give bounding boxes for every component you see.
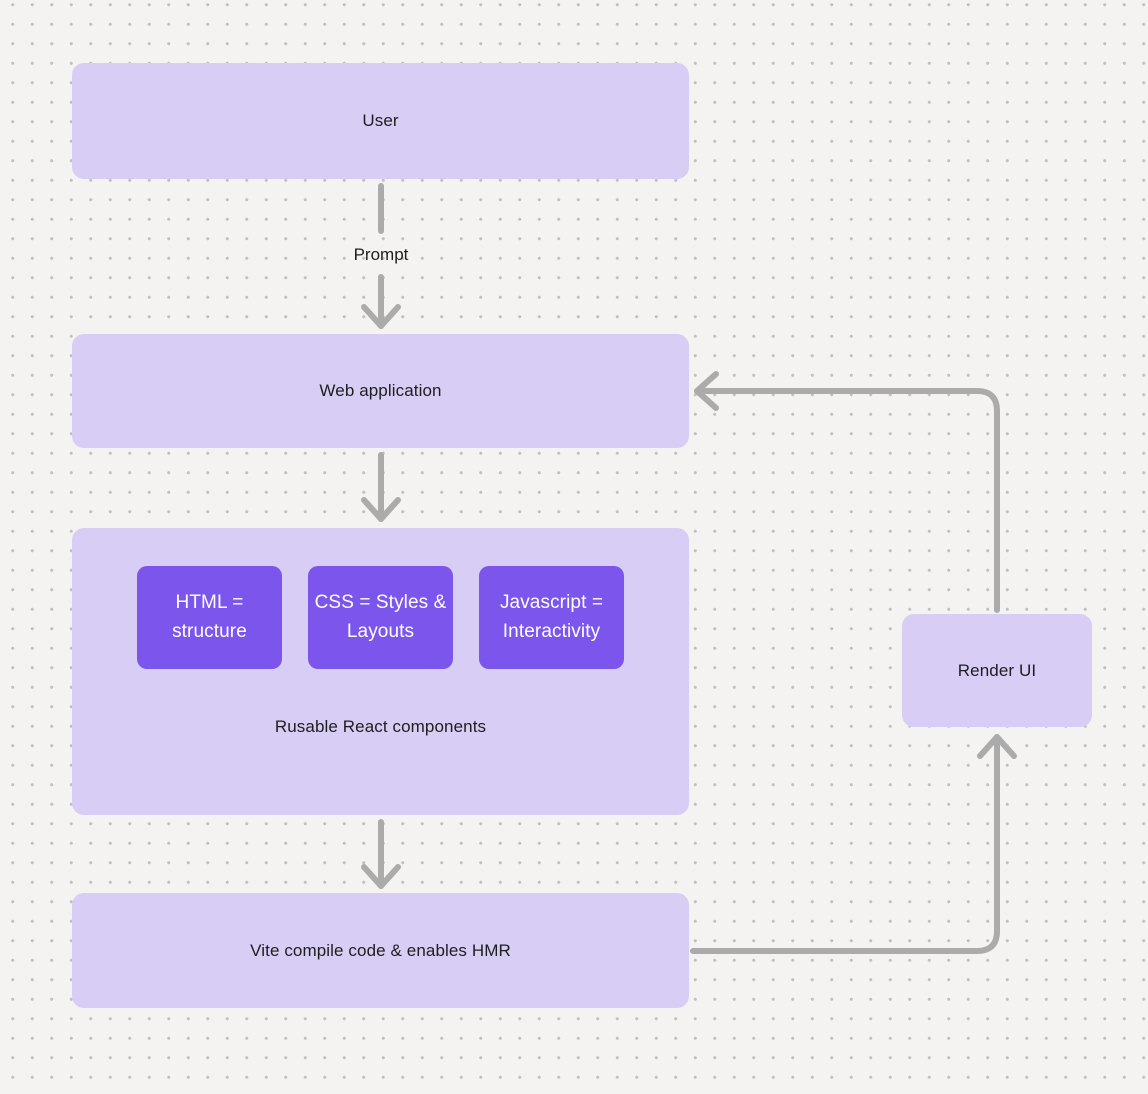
edge-label-prompt: Prompt [353, 245, 409, 264]
edge-vite-to-renderui [690, 734, 1000, 954]
node-css-label: CSS = Styles & Layouts [314, 592, 447, 642]
arrowhead-down-vite [361, 864, 401, 889]
node-user: User [72, 63, 689, 179]
node-html: HTML = structure [137, 566, 282, 669]
node-user-label: User [362, 111, 399, 130]
node-html-label: HTML = structure [172, 592, 247, 642]
node-render-ui: Render UI [902, 614, 1092, 727]
arrowhead-left-webapp [694, 371, 719, 411]
node-render-ui-label: Render UI [957, 660, 1037, 680]
arrowhead-down-webapp [361, 304, 401, 329]
node-web-application-label: Web application [319, 381, 442, 400]
components-group-caption: Rusable React components [274, 717, 487, 736]
arrowhead-up-renderui [977, 734, 1017, 759]
node-vite: Vite compile code & enables HMR [72, 893, 689, 1008]
node-css: CSS = Styles & Layouts [308, 566, 453, 669]
node-javascript: Javascript = Interactivity [479, 566, 624, 669]
node-javascript-label: Javascript = Interactivity [499, 592, 604, 642]
node-web-application: Web application [72, 334, 689, 448]
node-vite-label: Vite compile code & enables HMR [250, 940, 511, 960]
edge-renderui-to-webapp [694, 388, 1000, 613]
arrowhead-down-components [361, 497, 401, 522]
node-components-group: HTML = structure CSS = Styles & Layouts … [72, 528, 689, 815]
components-row: HTML = structure CSS = Styles & Layouts … [137, 566, 624, 669]
